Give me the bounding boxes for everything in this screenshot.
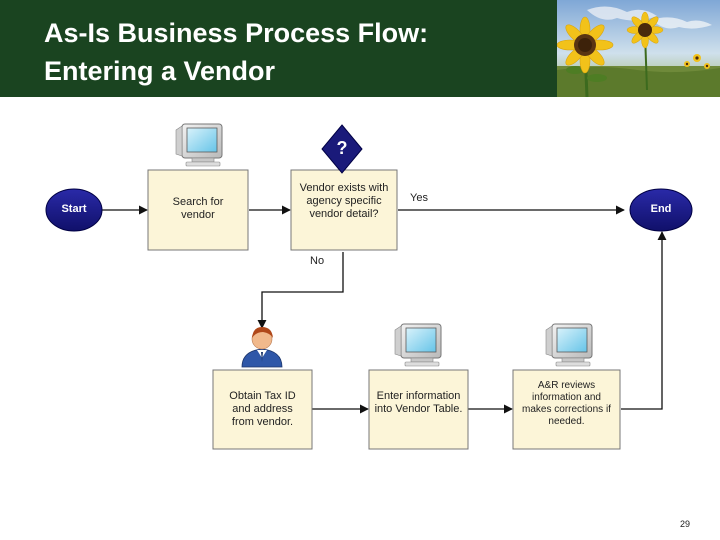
enter-info-label: Enter information into Vendor Table. <box>374 390 463 415</box>
obtain-tax-id-label: Obtain Tax ID and address from vendor. <box>229 390 296 428</box>
computer-icon <box>394 323 442 367</box>
page-number: 29 <box>680 519 691 529</box>
search-vendor-label: Search for vendor <box>172 196 224 221</box>
sunflower-large <box>557 16 614 74</box>
computer-icon <box>545 323 593 367</box>
search-vendor-box <box>147 169 249 251</box>
decision-box <box>290 169 398 251</box>
yes-label: Yes <box>410 192 428 204</box>
enter-info-box <box>368 369 469 450</box>
end-terminator <box>629 188 693 232</box>
title-line-2: Entering a Vendor <box>44 56 276 86</box>
slide-title: As-Is Business Process Flow: Entering a … <box>44 14 428 90</box>
obtain-tax-id-box <box>212 369 313 450</box>
connectors <box>100 205 667 414</box>
person-icon <box>241 327 283 368</box>
sunflower-photo <box>557 0 720 97</box>
arrow-review-to-end <box>621 231 667 410</box>
arrow-decision-no-to-obtain <box>257 252 344 329</box>
computer-icon <box>175 123 223 167</box>
end-label: End <box>650 203 672 215</box>
no-label: No <box>310 255 325 267</box>
decision-marker: ? <box>336 138 348 158</box>
process-flow-diagram <box>45 123 693 450</box>
decision-diamond-icon <box>321 124 363 174</box>
start-terminator <box>45 188 103 232</box>
title-line-1: As-Is Business Process Flow: <box>44 18 429 48</box>
start-label: Start <box>61 203 87 215</box>
review-label: A&R reviews information and makes correc… <box>522 380 611 427</box>
review-box <box>512 369 621 450</box>
decision-label: Vendor exists with agency specific vendo… <box>299 182 389 220</box>
sunflower-small <box>626 11 664 49</box>
title-bar: As-Is Business Process Flow: Entering a … <box>0 0 720 97</box>
